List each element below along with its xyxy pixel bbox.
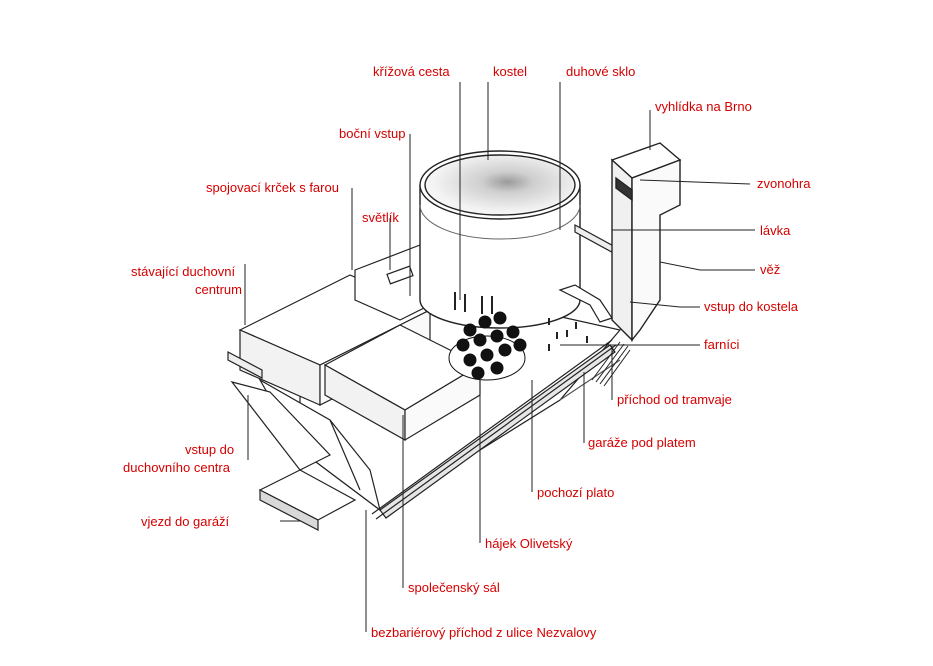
label-stavajici-1: stávající duchovní [131, 264, 236, 279]
leader-lines [244, 82, 755, 632]
church-entrance-wall [558, 284, 613, 323]
label-hajek-olivetsky: hájek Olivetský [485, 536, 573, 551]
label-garaze: garáže pod platem [588, 435, 696, 450]
parishioners [548, 318, 588, 351]
skylight-shape [386, 265, 414, 285]
label-farnici: farníci [704, 337, 740, 352]
label-vstup-do-2: duchovního centra [123, 460, 230, 475]
label-bocni-vstup: boční vstup [339, 126, 406, 141]
tower [610, 142, 682, 342]
label-duhove-sklo: duhové sklo [566, 64, 636, 79]
label-bezbarierovy: bezbariérový příchod z ulice Nezvalovy [371, 625, 597, 640]
label-spolecensky-sal: společenský sál [408, 580, 500, 595]
label-lavka: lávka [760, 223, 791, 238]
leader-vstup-kostel [629, 301, 700, 308]
label-vyhlidka: vyhlídka na Brno [655, 99, 752, 114]
label-pochozi-plato: pochozí plato [537, 485, 615, 500]
label-vstup-do-1: vstup do [185, 442, 235, 457]
church-roof-glass [424, 154, 576, 216]
label-spojovaci-krcek: spojovací krček s farou [206, 180, 339, 195]
garage-ramp [230, 380, 357, 531]
label-stavajici-2: centrum [195, 282, 242, 297]
olive-grove [448, 311, 527, 381]
social-hall [323, 324, 482, 442]
label-vjezd-do-garazi: vjezd do garáží [141, 514, 230, 529]
church-cylinder [419, 150, 581, 329]
label-svetlik: světlík [362, 210, 399, 225]
tram-steps [591, 341, 631, 387]
church-entry-columns [454, 292, 493, 314]
label-krizova-cesta: křížová cesta [373, 64, 450, 79]
label-vstup-do-kostela: vstup do kostela [704, 299, 798, 314]
label-prichod-od-tramvaje: příchod od tramvaje [617, 392, 732, 407]
label-vez: věž [760, 262, 781, 277]
leader-zvonohra [639, 179, 751, 185]
leader-vez [659, 261, 755, 271]
label-kostel: kostel [493, 64, 527, 79]
label-zvonohra: zvonohra [757, 176, 811, 191]
